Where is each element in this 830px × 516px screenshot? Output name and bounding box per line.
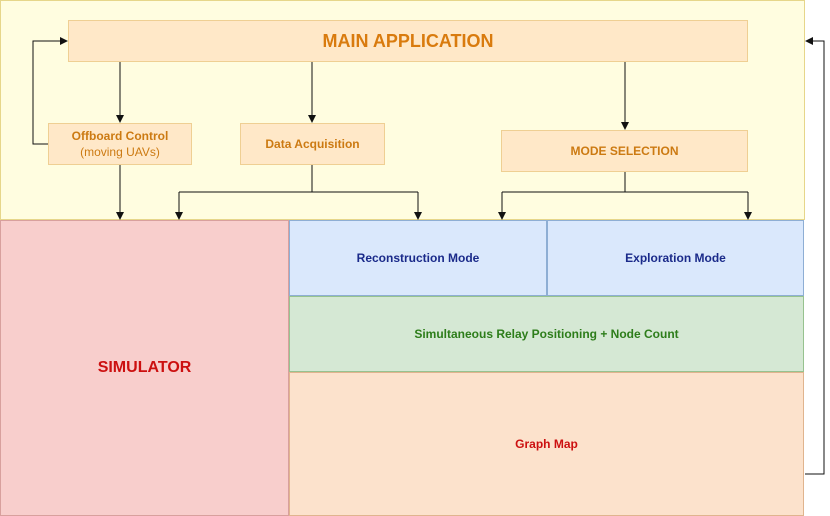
mode-selection-label: MODE SELECTION <box>570 144 679 158</box>
data-acquisition-box: Data Acquisition <box>240 123 385 165</box>
mode-selection-box: MODE SELECTION <box>501 130 748 172</box>
relay-positioning-box: Simultaneous Relay Positioning + Node Co… <box>289 296 804 372</box>
graph-map-label: Graph Map <box>515 437 578 451</box>
main-application-label: MAIN APPLICATION <box>322 30 494 51</box>
relay-positioning-label: Simultaneous Relay Positioning + Node Co… <box>414 327 679 341</box>
arrow-offboard-loop-to-main <box>32 37 68 145</box>
connector-data-acquisition-split <box>179 165 418 193</box>
simulator-box: SIMULATOR <box>0 220 289 516</box>
offboard-control-label: Offboard Control <box>71 128 169 143</box>
main-application-box: MAIN APPLICATION <box>68 20 748 62</box>
simulator-label: SIMULATOR <box>97 359 192 376</box>
reconstruction-mode-label: Reconstruction Mode <box>356 251 480 265</box>
exploration-mode-box: Exploration Mode <box>547 220 804 296</box>
arrow-graph-map-feedback-to-main <box>805 37 825 475</box>
reconstruction-mode-box: Reconstruction Mode <box>289 220 547 296</box>
graph-map-box: Graph Map <box>289 372 804 516</box>
data-acquisition-label: Data Acquisition <box>265 137 360 151</box>
exploration-mode-label: Exploration Mode <box>625 251 726 265</box>
offboard-control-box: Offboard Control (moving UAVs) <box>48 123 192 165</box>
offboard-control-sublabel: (moving UAVs) <box>80 145 160 159</box>
connector-mode-selection-split <box>502 172 748 193</box>
